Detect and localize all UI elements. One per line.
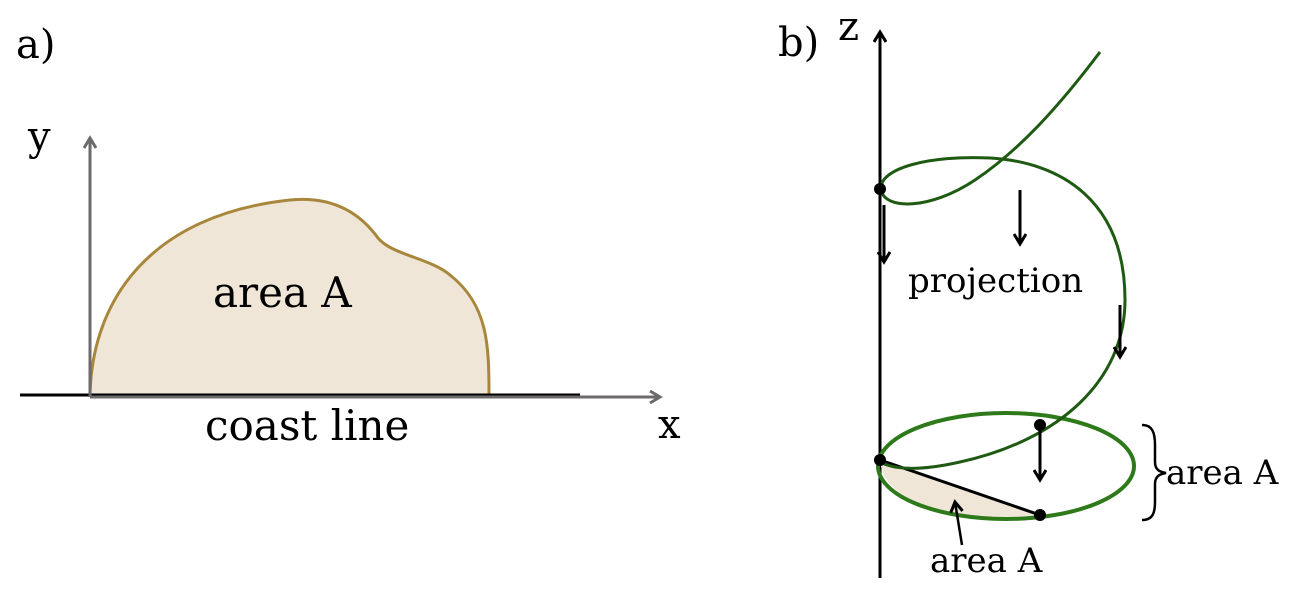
panel-b-label: b) xyxy=(778,20,819,66)
shaded-area-label: area A xyxy=(930,541,1043,581)
z-axis-label: z xyxy=(838,4,859,50)
curve-point xyxy=(874,454,886,466)
ellipse-area-label: area A xyxy=(1166,453,1279,493)
shaded-area-pointer xyxy=(955,502,962,546)
coast-line-label: coast line xyxy=(205,401,409,450)
panel-a: a) y x area A coast line xyxy=(16,22,681,450)
area-a-region xyxy=(88,197,491,397)
curve-point xyxy=(874,183,886,195)
curve-point xyxy=(1034,419,1046,431)
ellipse-brace xyxy=(1141,423,1167,522)
projection-label: projection xyxy=(908,261,1083,301)
y-axis-label: y xyxy=(27,114,51,160)
curve-point xyxy=(1034,509,1046,521)
panel-b: b) z projection area A area A xyxy=(778,4,1279,581)
spiral-curve xyxy=(879,51,1127,470)
panel-a-label: a) xyxy=(16,22,55,68)
area-a-label: area A xyxy=(213,268,352,317)
projection-ellipse xyxy=(876,411,1136,521)
x-axis-label: x xyxy=(658,402,681,448)
